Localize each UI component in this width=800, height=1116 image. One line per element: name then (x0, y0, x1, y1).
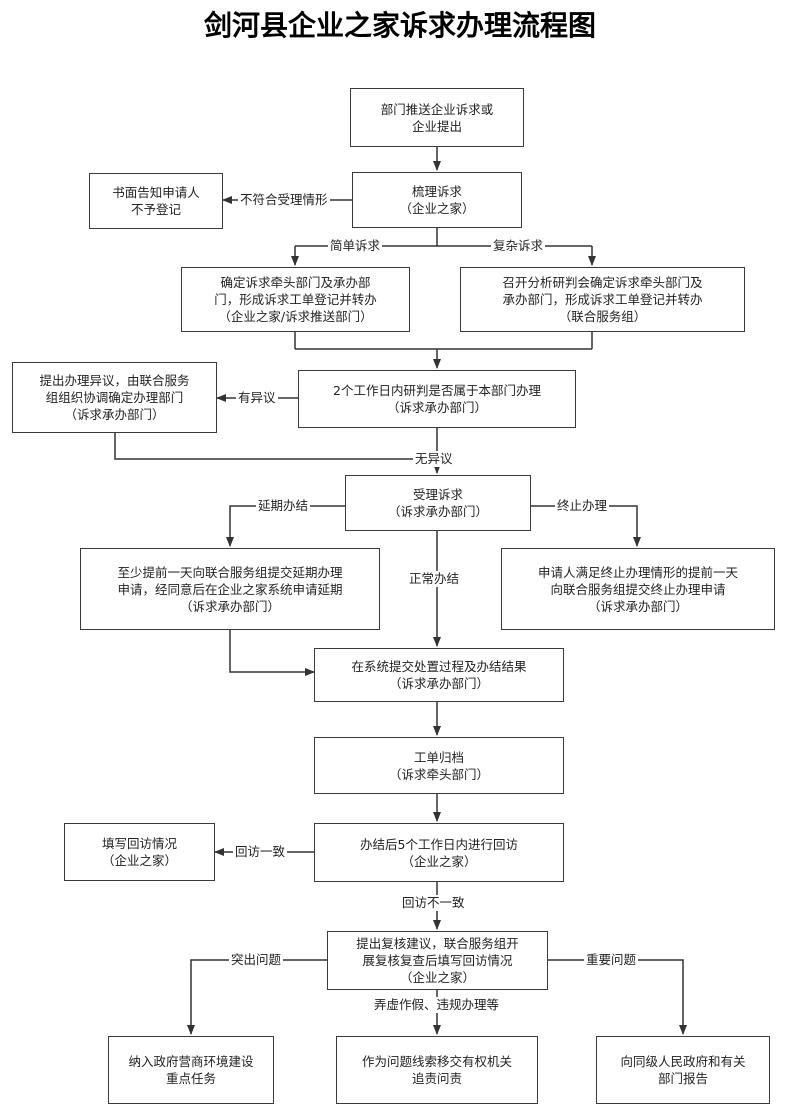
arrow-extend-to-submit (229, 630, 315, 676)
node-submit: 在系统提交处置过程及办结结果（诉求承办部门） (314, 648, 564, 702)
node-clue: 作为问题线索移交有权机关追责问责 (336, 1036, 538, 1104)
node-report: 向同级人民政府和有关部门报告 (596, 1036, 770, 1104)
node-record: 填写回访情况（企业之家） (64, 823, 215, 881)
node-review: 提出复核建议，联合服务组开展复核复查后填写回访情况（企业之家） (327, 931, 548, 990)
node-task: 纳入政府营商环境建设重点任务 (108, 1036, 274, 1104)
label-extend: 延期办结 (256, 498, 311, 514)
line-objection-return (114, 433, 437, 460)
label-terminate: 终止办理 (555, 498, 610, 514)
arrow-review-to-report (548, 959, 687, 1035)
node-accept: 受理诉求（诉求承办部门） (345, 475, 531, 531)
page-title: 剑河县企业之家诉求办理流程图 (203, 9, 596, 42)
label-complex: 复杂诉求 (491, 238, 546, 254)
node-objection: 提出办理异议，由联合服务组组织协调确定办理部门（诉求承办部门） (12, 362, 217, 433)
node-complex: 召开分析研判会确定诉求牵头部门及承办部门，形成诉求工单登记并转办（联合服务组） (460, 267, 745, 332)
label-has-objection: 有异议 (236, 390, 278, 406)
label-normal: 正常办结 (407, 571, 462, 587)
node-simple: 确定诉求牵头部门及承办部门，形成诉求工单登记并转办（企业之家/诉求推送部门） (181, 267, 410, 332)
label-fraud: 弄虚作假、违规办理等 (372, 997, 502, 1013)
label-consistent: 回访一致 (233, 844, 288, 860)
label-inconsistent: 回访不一致 (400, 895, 467, 911)
node-sort: 梳理诉求（企业之家） (352, 172, 522, 228)
label-important: 重要问题 (584, 952, 639, 968)
node-reject: 书面告知申请人不予登记 (89, 173, 223, 229)
arrow-review-to-task (187, 959, 327, 1035)
label-not-eligible: 不符合受理情形 (238, 192, 330, 208)
node-archive: 工单归档（诉求牵头部门） (314, 737, 564, 794)
label-simple: 简单诉求 (328, 238, 383, 254)
label-no-objection: 无异议 (413, 451, 455, 467)
node-extend: 至少提前一天向联合服务组提交延期办理申请，经同意后在企业之家系统申请延期（诉求承… (80, 548, 380, 630)
node-judge: 2个工作日内研判是否属于本部门办理（诉求承办部门） (298, 370, 576, 428)
node-visit: 办结后5个工作日内进行回访（企业之家） (314, 823, 564, 882)
label-prominent: 突出问题 (229, 952, 284, 968)
node-terminate: 申请人满足终止办理情形的提前一天向联合服务组提交终止办理申请（诉求承办部门） (501, 548, 775, 630)
node-start: 部门推送企业诉求或企业提出 (350, 88, 524, 147)
